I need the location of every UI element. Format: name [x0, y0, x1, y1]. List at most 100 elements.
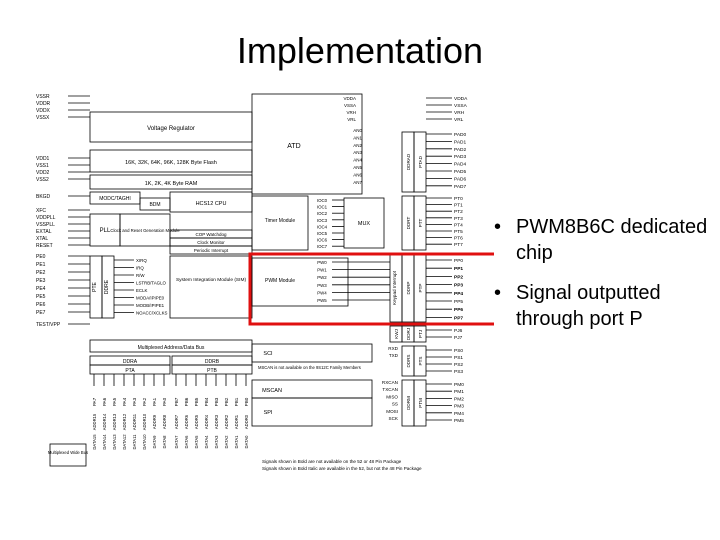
- ddre-port: [101, 255, 115, 319]
- ptp-pin-label: PP3: [454, 283, 463, 289]
- ioc-pin-label: IOC3: [317, 218, 328, 223]
- port-pin-label: PB4: [204, 397, 209, 406]
- port-pin-label: PB6: [184, 397, 189, 406]
- port-pin-label: PB5: [194, 397, 199, 406]
- ddre-label: DDRE: [104, 279, 110, 294]
- port-column-label: DDRT: [406, 216, 411, 229]
- data-label: DATA12: [122, 434, 127, 450]
- data-label: DATA11: [132, 434, 137, 450]
- ptt-pin-label: PT1: [454, 203, 463, 209]
- data-label: DATA13: [112, 434, 117, 450]
- mux-block: [343, 197, 385, 249]
- port-column-label: PTM: [418, 398, 423, 408]
- pll-label: PLL: [100, 228, 111, 234]
- left-pin-label: PE5: [36, 294, 46, 300]
- left-pin-label: VSSPLL: [36, 222, 55, 228]
- bullet-text: PWM8B6C dedicated chip: [516, 216, 708, 264]
- left-pin-label: BKGD: [36, 194, 51, 200]
- ptp-pin-label: PP5: [454, 299, 463, 305]
- can-signal-label: MISO: [386, 394, 398, 399]
- pwm-pin-label: PW2: [317, 275, 327, 280]
- atd-ref-label: VDDA: [343, 96, 356, 101]
- pj-pin-label: PJ6: [454, 328, 463, 334]
- port-column-ptm: [413, 379, 427, 427]
- pwm-pin-label: PW4: [317, 290, 327, 295]
- ptb-block: [171, 364, 253, 375]
- can-signal-label: TXCAN: [382, 387, 398, 392]
- modc-label: MODC/TAGHI: [99, 196, 131, 202]
- data-label: DATA5: [194, 435, 199, 449]
- keypad-label: Keypad Interrupt: [392, 270, 397, 305]
- pm-pin-label: PM0: [454, 382, 464, 388]
- can-signal-label: SCK: [389, 416, 399, 421]
- note-bold-italic: Signals shown in Bold Italic are availab…: [262, 466, 422, 471]
- ptp-pin-label: PP7: [454, 315, 463, 321]
- data-label: DATA3: [214, 435, 219, 449]
- atd-pin-label: AN6: [353, 172, 362, 177]
- pad-pin-label: PAD7: [454, 184, 467, 190]
- left-pin-label: PE1: [36, 262, 46, 268]
- ioc-pin-label: IOC0: [317, 198, 328, 203]
- pta-label: PTA: [125, 368, 135, 374]
- left-pin-label: PE0: [36, 254, 46, 260]
- pad-pin-label: PAD3: [454, 154, 467, 160]
- data-label: DATA6: [184, 435, 189, 449]
- left-pin-label: VDD2: [36, 170, 50, 176]
- data-label: DATA15: [92, 434, 97, 450]
- left-pin-label: VSSR: [36, 94, 50, 100]
- left-pin-label: PE4: [36, 286, 46, 292]
- pad-pin-label: PAD4: [454, 162, 467, 168]
- mux-label: MUX: [358, 221, 371, 227]
- port-column-label: DDRP: [406, 281, 411, 294]
- mscan-label: MSCAN: [262, 388, 282, 394]
- bullet-list: • PWM8B6C dedicated chip • Signal output…: [488, 214, 708, 346]
- port-pin-label: PB2: [224, 397, 229, 406]
- addr-label: ADDR14: [102, 413, 107, 430]
- ptp-pin-label: PP4: [454, 291, 463, 297]
- bullet-item: • PWM8B6C dedicated chip: [488, 214, 708, 266]
- ptt-pin-label: PT4: [454, 222, 463, 228]
- ptt-pin-label: PT2: [454, 209, 463, 215]
- can-signal-label: MOSI: [386, 409, 398, 414]
- sim-signal-label: NOACC/XCLKS: [136, 311, 168, 316]
- left-pin-label: PE2: [36, 270, 46, 276]
- cpu-label: HCS12 CPU: [196, 201, 227, 207]
- addr-label: ADDR2: [224, 414, 229, 429]
- port-column-label: PTS: [418, 357, 423, 366]
- port-pin-label: PA2: [142, 397, 147, 406]
- addr-label: ADDR11: [132, 413, 137, 430]
- atd-ref-label: VSSA: [344, 103, 356, 108]
- port-column-ptj: [413, 325, 427, 343]
- port-pin-label: PA4: [122, 397, 127, 406]
- addr-label: ADDR8: [162, 414, 167, 429]
- ptt-pin-label: PT3: [454, 216, 463, 222]
- ioc-pin-label: IOC5: [317, 231, 328, 236]
- mux-bus-label: Multiplexed Address/Data Bus: [138, 345, 205, 351]
- addr-label: ADDR6: [184, 414, 189, 429]
- data-label: DATA10: [142, 434, 147, 450]
- mc9s12c-block-diagram: Voltage Regulator 16K, 32K, 64K, 96K, 12…: [36, 93, 494, 471]
- port-column-label: PTP: [418, 284, 423, 293]
- addr-label: ADDR0: [244, 414, 249, 429]
- port-column-label: PTJ: [418, 330, 423, 338]
- data-label: DATA2: [224, 435, 229, 449]
- ptt-pin-label: PT0: [454, 196, 463, 202]
- timer-label: Timer Module: [265, 218, 296, 224]
- left-pin-label: XTAL: [36, 236, 48, 242]
- pm-pin-label: PM3: [454, 404, 464, 410]
- port-column-label: DDRAD: [406, 153, 411, 170]
- atd-ref-label: VRL: [347, 117, 356, 122]
- data-label: DATA9: [152, 435, 157, 449]
- data-label: DATA0: [244, 435, 249, 449]
- port-pin-label: PB1: [234, 397, 239, 406]
- atd-block: [251, 93, 363, 195]
- right-ref-label: VSSA: [454, 103, 468, 109]
- left-pin-label: PE6: [36, 302, 46, 308]
- left-pin-label: PE7: [36, 310, 46, 316]
- ps-pin-label: PS3: [454, 369, 463, 375]
- ioc-pin-label: IOC4: [317, 224, 328, 229]
- atd-ref-label: VRH: [346, 110, 356, 115]
- ptp-pin-label: PP0: [454, 258, 463, 264]
- port-pin-label: PA0: [162, 397, 167, 406]
- left-pin-label: EXTAL: [36, 229, 52, 235]
